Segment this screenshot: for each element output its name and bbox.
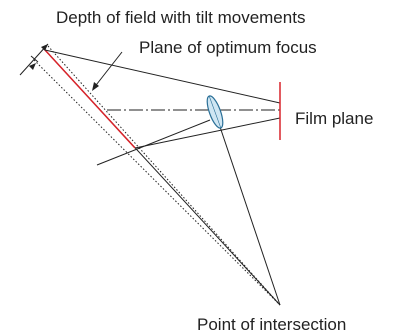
depth-far-limit-line (33, 59, 281, 306)
ray-lower-extension (96, 119, 211, 166)
depth-of-field-label: Depth of field with tilt movements (56, 8, 306, 27)
focus-plane-highlight (44, 49, 136, 149)
ray-bottom (134, 117, 281, 149)
focus-plane-leader-arrow (92, 82, 99, 91)
lens-axis-mark (208, 95, 222, 129)
film-plane-label: Film plane (295, 109, 374, 128)
plane-of-focus-label: Plane of optimum focus (139, 38, 317, 57)
depth-bracket-arrow-bottom (29, 63, 36, 70)
focus-plane-leader (92, 51, 123, 90)
depth-bracket-tick (30, 55, 39, 63)
lens-plane-line (214, 111, 281, 306)
depth-near-limit-line (47, 45, 281, 306)
ray-top (44, 49, 281, 104)
lens (206, 95, 224, 129)
depth-bracket-arrow-top (41, 44, 48, 51)
point-of-intersection-label: Point of intersection (197, 315, 347, 334)
